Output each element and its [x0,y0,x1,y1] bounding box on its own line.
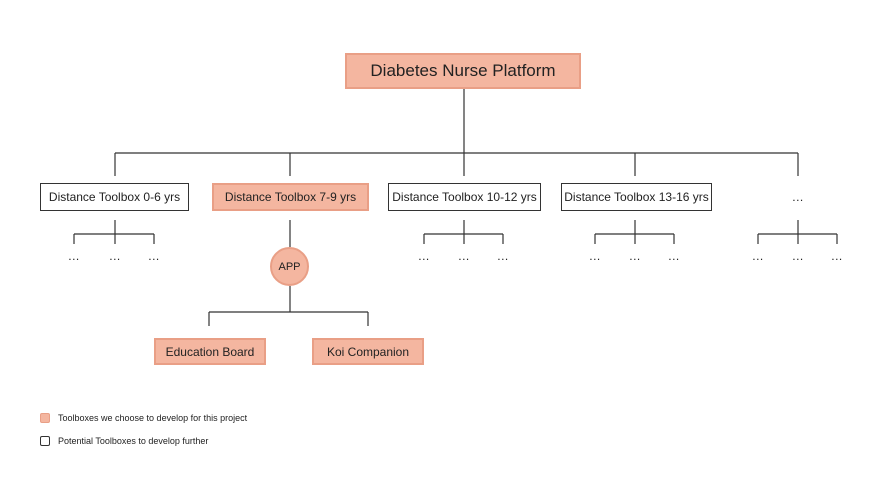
legend-item-potential: Potential Toolboxes to develop further [40,436,208,446]
child-placeholder: ... [668,249,680,263]
child-placeholder: ... [831,249,843,263]
toolbox-7-9: Distance Toolbox 7-9 yrs [212,183,369,211]
koi-companion-node: Koi Companion [312,338,424,365]
legend-swatch-outline [40,436,50,446]
toolbox-13-16: Distance Toolbox 13-16 yrs [561,183,712,211]
toolbox-10-12: Distance Toolbox 10-12 yrs [388,183,541,211]
app-node: APP [270,247,309,286]
root-node: Diabetes Nurse Platform [345,53,581,89]
legend-item-selected: Toolboxes we choose to develop for this … [40,413,247,423]
legend-label: Toolboxes we choose to develop for this … [58,413,248,423]
toolbox-more: ... [792,190,804,204]
child-placeholder: ... [497,249,509,263]
legend-swatch-filled [40,413,50,423]
education-board-node: Education Board [154,338,266,365]
child-placeholder: ... [148,249,160,263]
child-placeholder: ... [109,249,121,263]
legend-label: Potential Toolboxes to develop further [58,436,209,446]
child-placeholder: ... [458,249,470,263]
child-placeholder: ... [752,249,764,263]
child-placeholder: ... [792,249,804,263]
child-placeholder: ... [629,249,641,263]
child-placeholder: ... [68,249,80,263]
child-placeholder: ... [418,249,430,263]
toolbox-0-6: Distance Toolbox 0-6 yrs [40,183,189,211]
child-placeholder: ... [589,249,601,263]
